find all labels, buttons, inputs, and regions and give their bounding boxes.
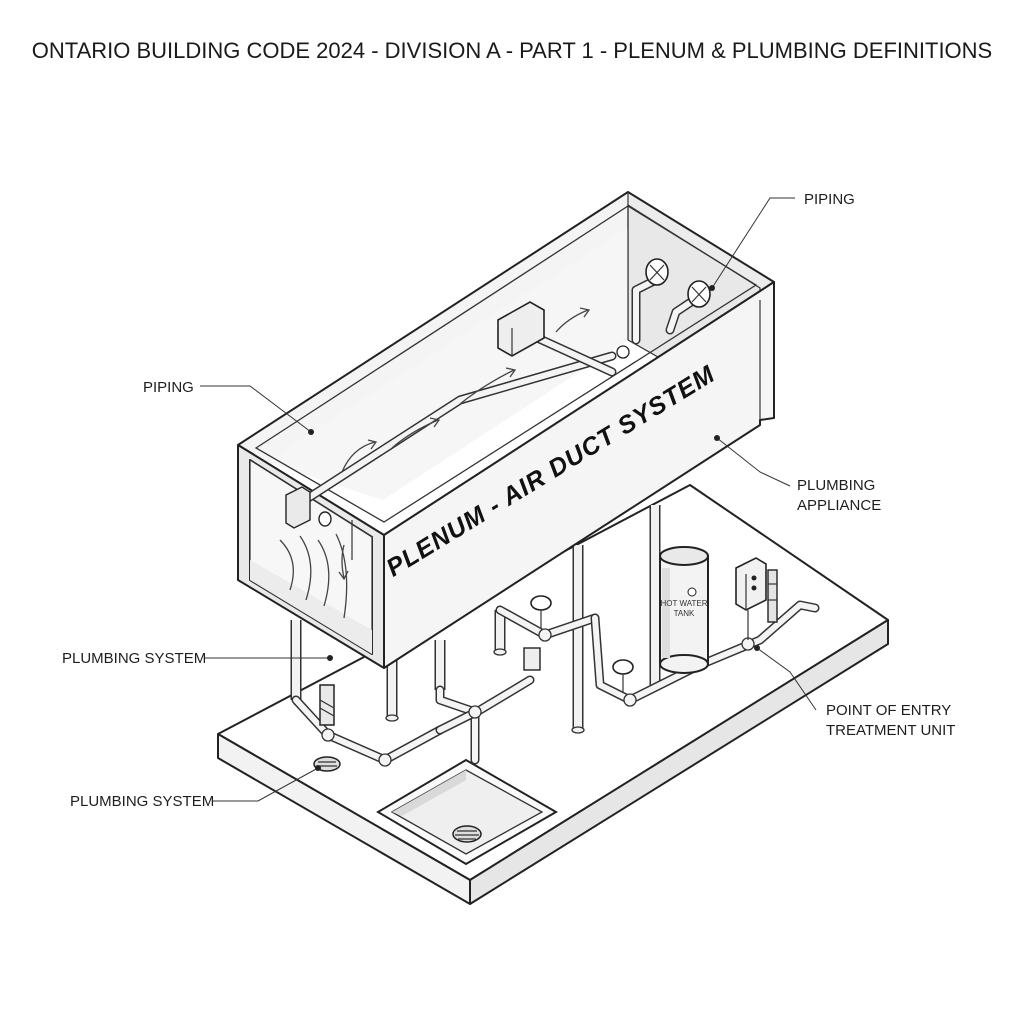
plenum-duct: [237, 191, 775, 669]
callout-plumbing-system-upper: PLUMBING SYSTEM: [62, 650, 333, 667]
callout-plumbing-appliance-line2: APPLIANCE: [797, 497, 881, 514]
callout-plumbing-system-lower-label: PLUMBING SYSTEM: [70, 793, 214, 810]
callout-plumbing-system-lower: PLUMBING SYSTEM: [70, 765, 321, 810]
floor-piping: [291, 600, 820, 767]
callout-plumbing-appliance: PLUMBING APPLIANCE: [714, 435, 881, 514]
callout-point-of-entry: POINT OF ENTRY TREATMENT UNIT: [754, 645, 955, 739]
tank-label-line2: TANK: [674, 609, 695, 618]
duct-interior-piping: [285, 258, 711, 560]
floor-sink: [376, 758, 558, 866]
callout-piping-left: PIPING: [143, 379, 314, 435]
hot-water-tank: HOT WATER TANK: [659, 546, 709, 674]
diagram-title: ONTARIO BUILDING CODE 2024 - DIVISION A …: [32, 38, 992, 63]
tank-label-line1: HOT WATER: [661, 599, 708, 608]
callout-piping-top: PIPING: [709, 191, 855, 291]
callout-piping-top-label: PIPING: [804, 191, 855, 208]
pipe-strainer: [319, 647, 541, 726]
airflow-arrows: [279, 307, 591, 619]
callout-piping-left-label: PIPING: [143, 379, 194, 396]
callout-plumbing-appliance-line1: PLUMBING: [797, 477, 875, 494]
callout-point-of-entry-line2: TREATMENT UNIT: [826, 722, 955, 739]
vertical-pipes: [290, 505, 661, 734]
callout-point-of-entry-line1: POINT OF ENTRY: [826, 702, 951, 719]
valve-handle: [530, 595, 634, 692]
callout-plumbing-system-upper-label: PLUMBING SYSTEM: [62, 650, 206, 667]
treatment-unit: [735, 557, 778, 640]
floor-slab: [217, 484, 889, 905]
